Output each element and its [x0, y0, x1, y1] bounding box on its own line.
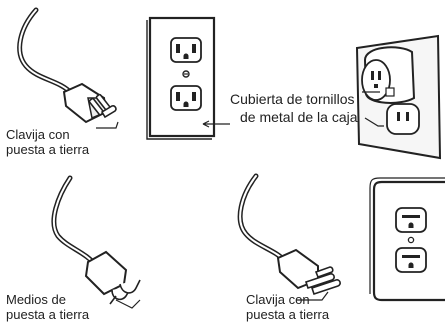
grounded-plug-bottom	[237, 173, 341, 301]
prongs	[88, 93, 117, 119]
prongs	[304, 266, 341, 296]
screw-tab	[385, 87, 395, 97]
label-screw-cover: Cubierta de tornillos de metal de la caj…	[230, 90, 380, 126]
plate-screw	[407, 236, 415, 244]
pointer-arrow	[202, 120, 230, 128]
outlet-plate-top	[146, 16, 230, 140]
label-grounded-plug-top: Clavija con puesta a tierra	[6, 127, 126, 157]
adapter-wall	[355, 34, 442, 160]
label-line: Clavija con	[246, 292, 310, 307]
label-grounded-plug-bottom: Clavija con puesta a tierra	[246, 292, 366, 322]
lower-outlet	[386, 103, 420, 135]
grounded-plug-top	[17, 7, 119, 129]
label-line: puesta a tierra	[246, 307, 330, 322]
grounding-means-plug	[51, 175, 141, 309]
outlet-plate-bottom	[369, 177, 445, 302]
cord-inner	[239, 175, 287, 263]
label-grounding-means: Medios de puesta a tierra	[6, 292, 126, 322]
pointer-arrow	[115, 299, 141, 309]
label-line: puesta a tierra	[6, 142, 90, 157]
cord-inner	[53, 177, 97, 267]
label-line: Medios de	[6, 292, 66, 307]
label-line: de metal de la caja	[240, 109, 358, 125]
pointer-arrow	[296, 291, 329, 301]
pointer-arrow	[364, 117, 384, 127]
cord-inner	[18, 9, 73, 95]
prongs	[109, 279, 141, 305]
pointer-arrow	[96, 121, 119, 129]
label-line: Cubierta de tornillos	[230, 91, 355, 107]
label-line: puesta a tierra	[6, 307, 90, 322]
cord	[51, 175, 99, 269]
label-line: Clavija con	[6, 127, 70, 142]
